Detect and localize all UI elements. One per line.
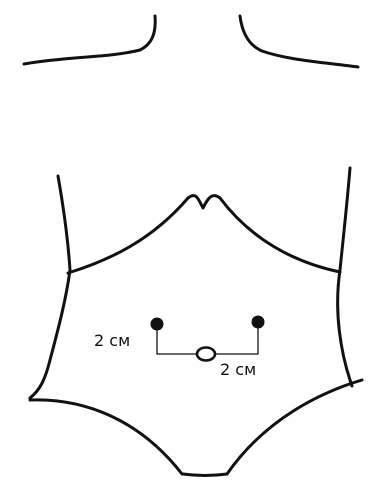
left-torso-side [30, 176, 70, 398]
right-port-point [252, 316, 265, 329]
horizontal-offset-label: 2 см [94, 331, 130, 350]
left-groin-line [30, 400, 182, 474]
left-port-point [151, 318, 164, 331]
right-neck-line [240, 16, 358, 67]
crotch-line [183, 474, 227, 476]
left-neck-line [24, 16, 155, 64]
right-torso-side [338, 168, 352, 386]
right-groin-line [227, 380, 362, 474]
vertical-offset-label: 2 см [220, 360, 256, 379]
left-bracket-line [157, 326, 200, 354]
navel-ring [197, 348, 215, 361]
right-bracket-line [213, 326, 258, 354]
rib-cage-border [68, 196, 340, 273]
